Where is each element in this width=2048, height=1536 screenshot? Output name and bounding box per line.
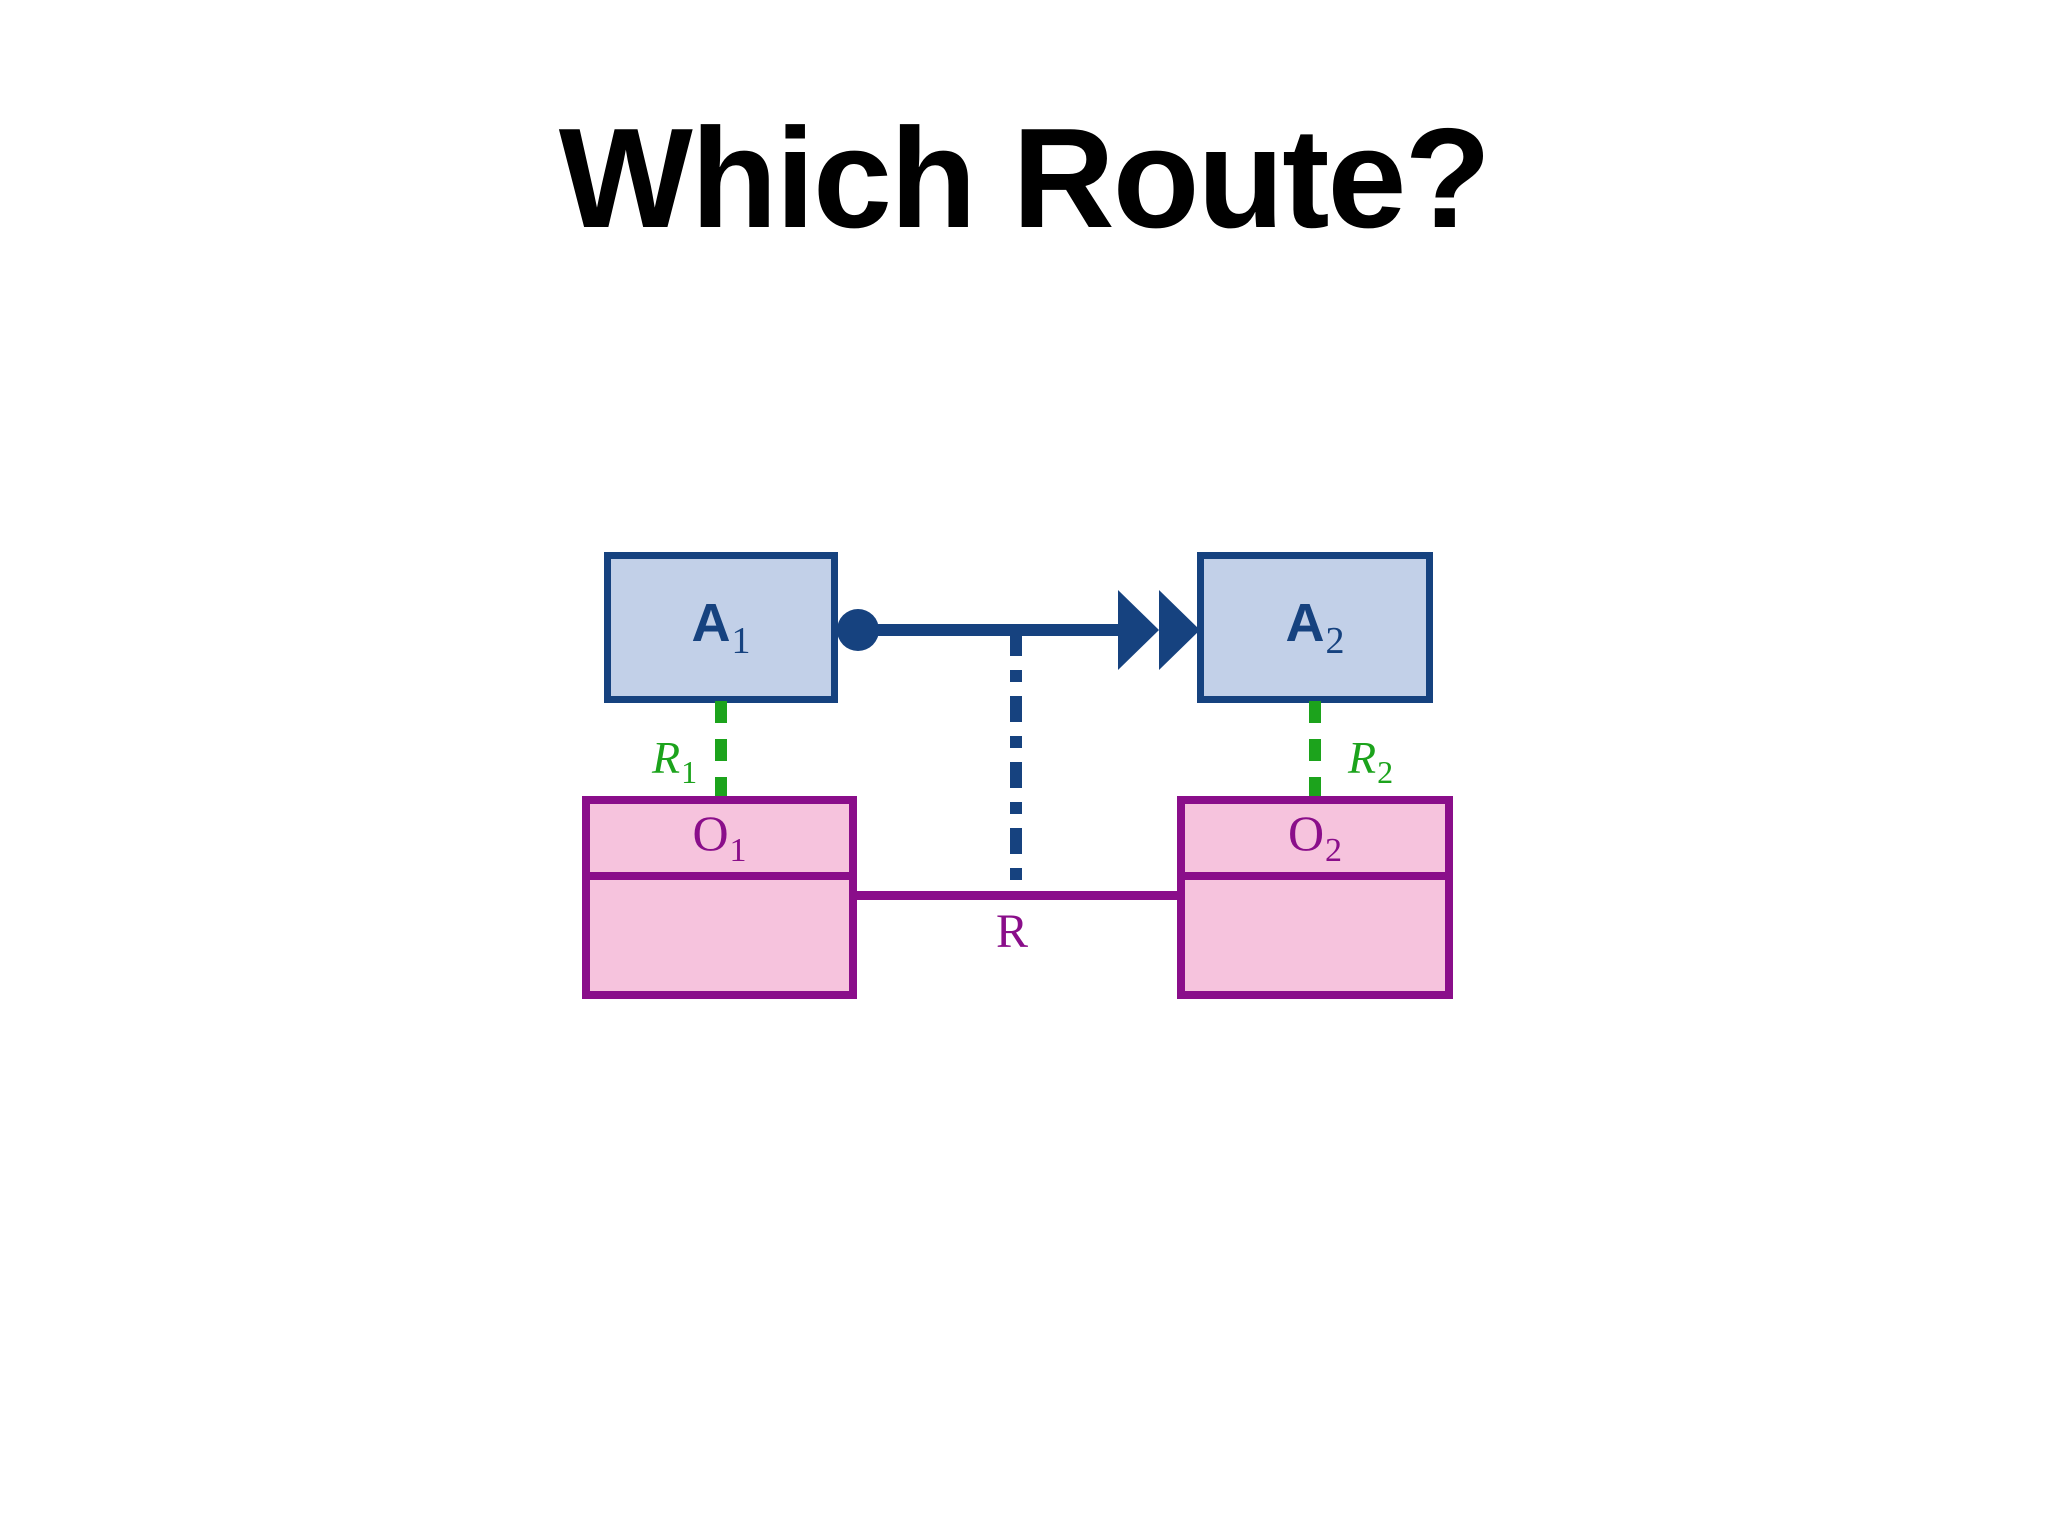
agent-label-a1: A1	[692, 596, 751, 660]
agent-box-a2[interactable]: A2	[1197, 552, 1433, 703]
agent-label-a1-base: A	[691, 592, 731, 653]
object-box-o1-body	[590, 880, 849, 991]
instance-link-label-r2-subscript: 2	[1377, 754, 1394, 790]
association-line-a1-a2[interactable]	[857, 624, 1125, 636]
instance-link-label-r2: R2	[1348, 732, 1394, 790]
object-box-o2-body	[1185, 880, 1445, 991]
instance-link-label-r1-base: R	[652, 732, 681, 783]
agent-label-a1-subscript: 1	[731, 619, 751, 662]
instance-link-label-r1-subscript: 1	[681, 754, 698, 790]
double-arrowhead-icon	[1118, 590, 1200, 670]
object-box-o1[interactable]: O1	[582, 796, 857, 999]
agent-box-a1[interactable]: A1	[604, 552, 838, 703]
instance-link-label-r1: R1	[652, 732, 698, 790]
object-box-o2-header: O2	[1185, 804, 1445, 880]
object-label-o2: O2	[1288, 808, 1342, 868]
relation-line-o1-o2[interactable]	[855, 891, 1179, 900]
object-label-o2-base: O	[1287, 805, 1325, 861]
object-label-o1: O1	[692, 808, 746, 868]
instance-link-label-r2-base: R	[1348, 732, 1377, 783]
agent-label-a2: A2	[1286, 596, 1345, 660]
object-label-o1-base: O	[692, 805, 729, 861]
agent-label-a2-subscript: 2	[1325, 619, 1345, 662]
object-label-o1-subscript: 1	[729, 832, 747, 869]
object-label-o2-subscript: 2	[1325, 832, 1343, 869]
object-box-o1-header: O1	[590, 804, 849, 880]
route-indicator-dashdot-line	[1010, 630, 1022, 898]
agent-label-a2-base: A	[1285, 592, 1325, 653]
object-box-o2[interactable]: O2	[1177, 796, 1453, 999]
instance-link-a1-o1	[715, 701, 727, 799]
instance-link-a2-o2	[1309, 701, 1321, 799]
page-title: Which Route?	[558, 99, 1491, 258]
relation-label-r: R	[996, 905, 1029, 958]
